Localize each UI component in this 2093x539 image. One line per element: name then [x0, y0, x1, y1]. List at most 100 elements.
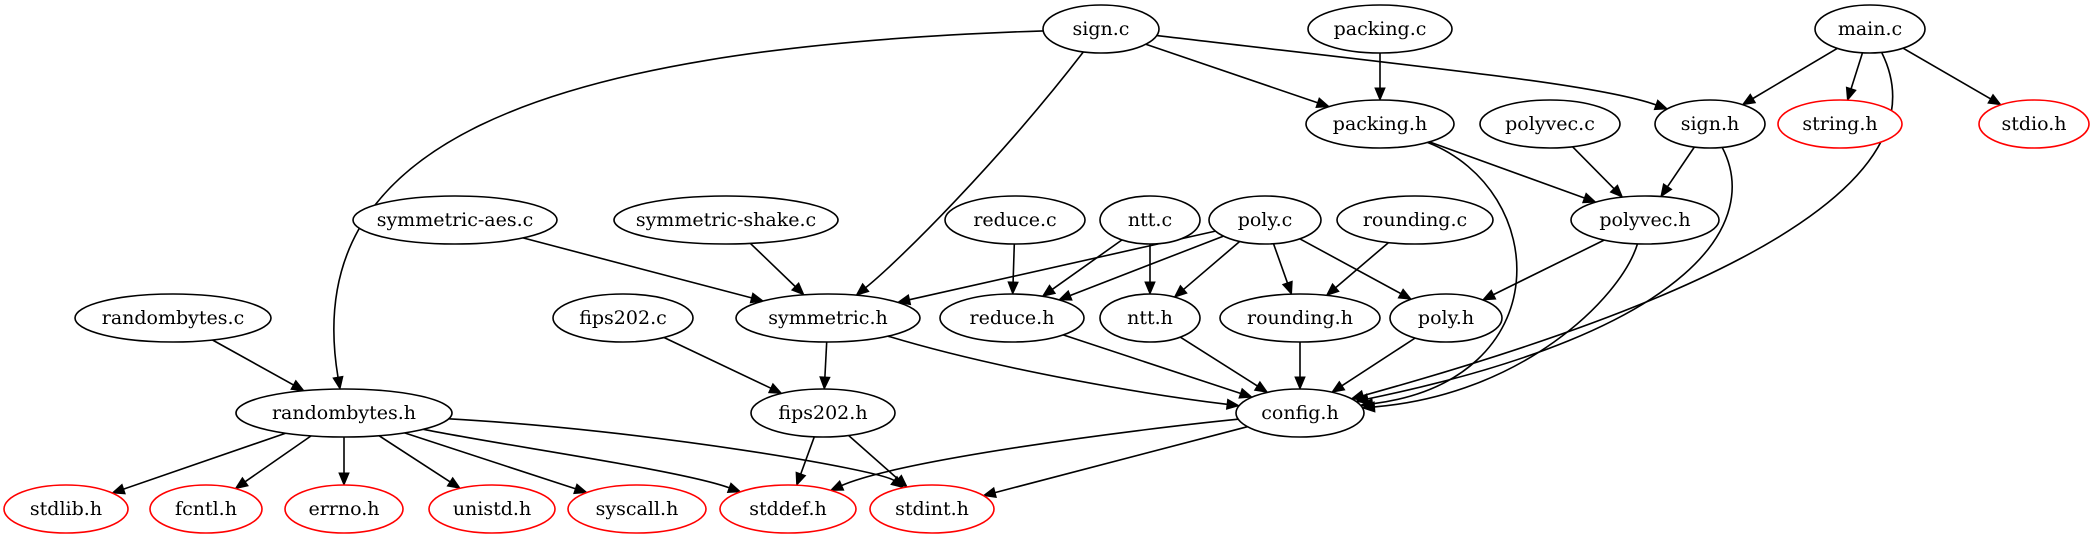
edge-rounding-c-to-rounding-h [1325, 241, 1390, 297]
edge-poly-c-to-ntt-h [1173, 240, 1241, 298]
node-label: main.c [1838, 18, 1902, 40]
node-ellipse [1219, 293, 1381, 343]
node-label: randombytes.h [272, 402, 416, 424]
edge-line [1179, 336, 1258, 387]
node-label: errno.h [308, 498, 379, 520]
node-label: ntt.c [1128, 209, 1172, 231]
edge-line [1272, 243, 1289, 284]
node-packing-c: packing.c [1307, 4, 1453, 54]
node-unistd-h: unistd.h [428, 484, 556, 534]
edge-line [800, 436, 816, 475]
edge-line [1571, 146, 1615, 190]
arrowhead [1281, 280, 1293, 296]
edge-line [1062, 334, 1241, 395]
node-ellipse [552, 293, 694, 343]
arrowhead [1609, 184, 1624, 199]
node-ellipse [1389, 293, 1503, 343]
node-ellipse [352, 195, 558, 245]
node-fips202-h: fips202.h [750, 388, 896, 438]
arrowhead [1361, 401, 1376, 413]
node-symmetric-aes-c: symmetric-aes.c [352, 195, 558, 245]
edge-line [404, 432, 576, 490]
node-label: fips202.h [778, 402, 867, 424]
edge-randombytes-c-to-randombytes-h [212, 339, 306, 392]
edge-poly-h-to-config-h [1330, 337, 1416, 393]
node-ellipse [939, 293, 1085, 343]
node-ellipse [1654, 99, 1766, 149]
node-ntt-c: ntt.c [1099, 195, 1201, 245]
node-ellipse [1099, 195, 1201, 245]
edge-line [423, 428, 730, 489]
node-label: symmetric-shake.c [636, 209, 816, 231]
edge-line [522, 237, 752, 299]
node-ellipse [1307, 4, 1453, 54]
node-main-c: main.c [1814, 4, 1926, 54]
arrowhead [234, 476, 249, 490]
node-ntt-h: ntt.h [1099, 293, 1201, 343]
edge-line [1666, 146, 1696, 188]
arrowhead [1315, 97, 1331, 109]
arrowhead [573, 483, 589, 495]
edge-packing-h-to-polyvec-h [1429, 141, 1597, 204]
node-ellipse [944, 195, 1086, 245]
node-label: unistd.h [453, 498, 531, 520]
node-label: stdlib.h [30, 498, 102, 520]
edge-line [1145, 43, 1318, 104]
edge-fips202-h-to-stdint-h [847, 434, 909, 488]
edge-randombytes-h-to-errno-h [338, 437, 350, 487]
edge-poly-c-to-poly-h [1299, 238, 1413, 300]
node-ellipse [735, 293, 921, 343]
edge-line [333, 30, 1044, 378]
node-label: string.h [1802, 113, 1877, 135]
edge-line [212, 339, 294, 386]
node-label: ntt.h [1127, 307, 1173, 329]
arrowhead [1173, 284, 1188, 298]
edge-ntt-c-to-ntt-h [1144, 244, 1156, 296]
arrowhead [829, 480, 845, 491]
node-label: symmetric-aes.c [377, 209, 534, 231]
edge-line [1850, 52, 1864, 89]
node-sign-c: sign.c [1042, 4, 1160, 54]
edge-symmetric-aes-c-to-symmetric-h [522, 237, 765, 304]
arrowhead [1660, 182, 1673, 198]
node-ellipse [1777, 99, 1903, 149]
edge-poly-c-to-reduce-h [1057, 235, 1224, 301]
arrowhead [726, 482, 742, 494]
edge-line [1493, 239, 1605, 296]
edge-main-c-to-string-h [1845, 52, 1864, 102]
edge-symmetric-h-to-fips202-h [819, 341, 831, 391]
edge-fips202-c-to-fips202-h [663, 336, 783, 394]
edge-symmetric-h-to-config-h [887, 335, 1241, 410]
arrowhead [795, 471, 807, 487]
node-string-h: string.h [1777, 99, 1903, 149]
edge-line [865, 51, 1085, 289]
edge-line [1299, 238, 1402, 295]
node-label: rounding.h [1247, 307, 1353, 329]
arrowhead [1374, 87, 1386, 102]
edge-sign-c-to-sign-h [1156, 34, 1669, 111]
edge-line [1341, 337, 1416, 387]
node-polyvec-c: polyvec.c [1479, 99, 1621, 149]
arrowhead [1741, 93, 1757, 106]
edge-randombytes-h-to-syscall-h [404, 432, 589, 495]
edge-main-c-to-sign-h [1741, 47, 1838, 106]
node-ellipse [3, 484, 129, 534]
edge-line [1335, 241, 1390, 289]
edge-line [1372, 141, 1518, 405]
node-poly-c: poly.c [1208, 195, 1322, 245]
arrowhead [1057, 289, 1073, 301]
arrowhead [1330, 380, 1346, 393]
edge-polyvec-c-to-polyvec-h [1571, 146, 1624, 199]
edge-sign-h-to-polyvec-h [1660, 146, 1696, 198]
edge-polyvec-h-to-config-h [1361, 243, 1639, 413]
node-rounding-h: rounding.h [1219, 293, 1381, 343]
arrowhead [446, 476, 462, 490]
edge-line [244, 435, 312, 483]
node-label: config.h [1261, 402, 1338, 424]
node-label: symmetric.h [768, 307, 887, 329]
edge-line [1429, 141, 1585, 199]
node-stdint-h: stdint.h [869, 484, 995, 534]
edge-line [1902, 47, 1991, 100]
node-label: polyvec.h [1599, 209, 1690, 231]
node-ellipse [1305, 99, 1455, 149]
